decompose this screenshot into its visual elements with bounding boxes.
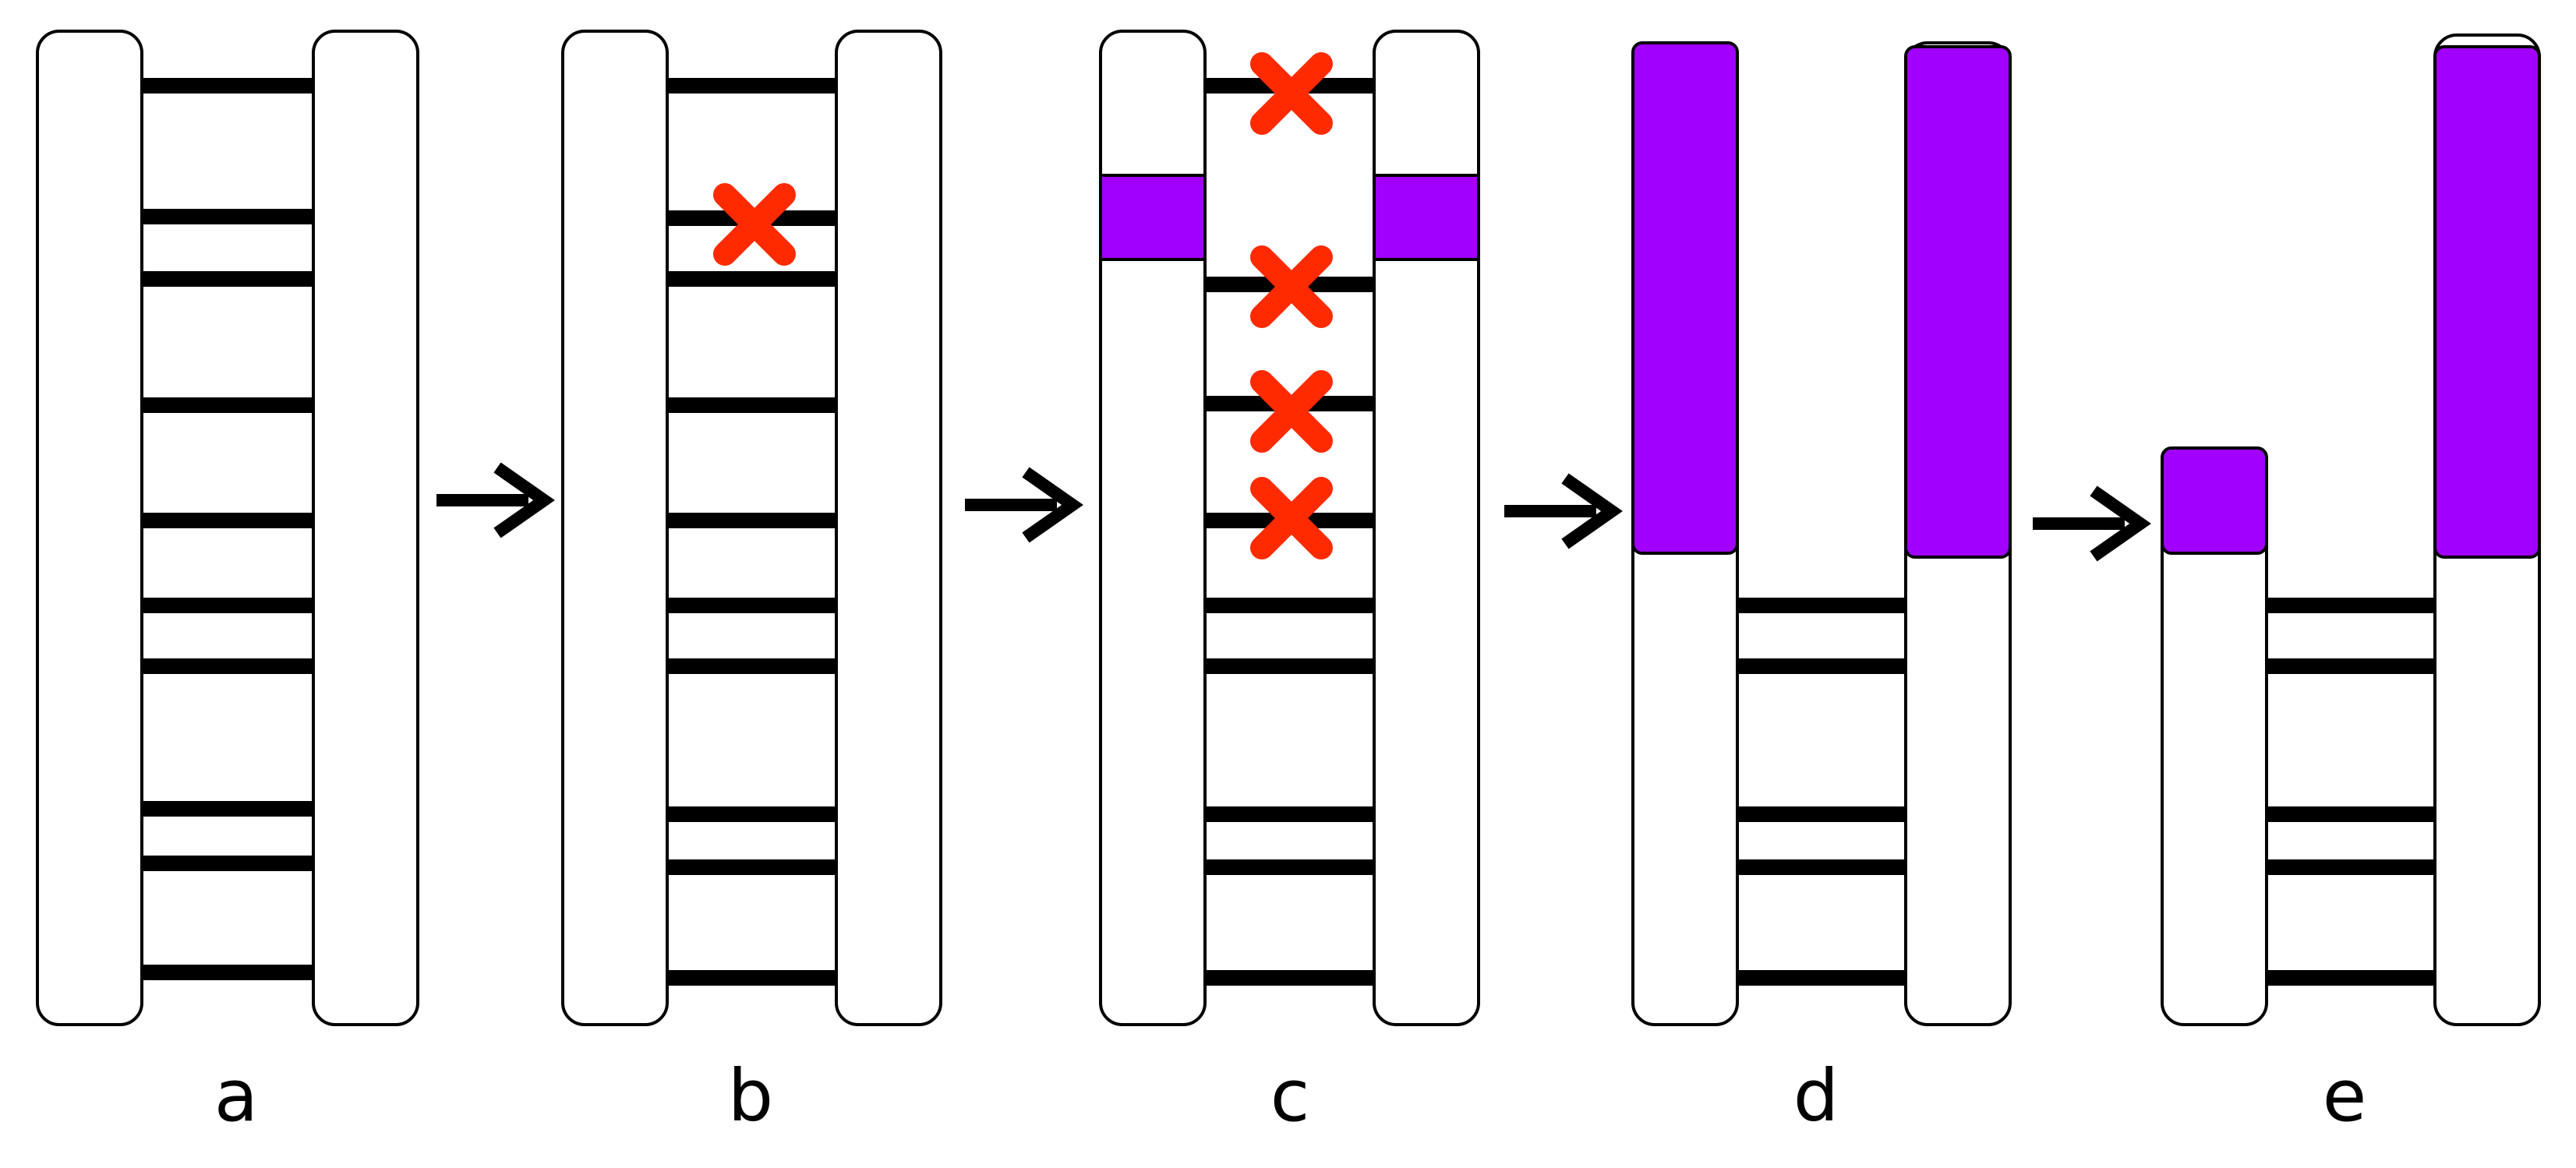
panel-d (1631, 41, 2012, 1026)
arrow-head (1022, 467, 1083, 543)
arrow-head (2090, 485, 2151, 562)
right-arrow-icon (436, 462, 555, 538)
right-arrow-icon (1504, 473, 1623, 549)
x-mark-stroke (713, 183, 796, 266)
highlighted-strand-segment-left (1631, 41, 1739, 555)
right-arrow-icon (965, 467, 1083, 543)
highlighted-strand-segment-right (1904, 45, 2012, 559)
panel-label-e: e (2322, 1054, 2367, 1138)
panel-label-b: b (727, 1054, 774, 1138)
x-mark-icon (1250, 52, 1333, 135)
arrows-layer (436, 462, 2151, 562)
x-mark-icon (1250, 245, 1333, 328)
panel-label-d: d (1793, 1054, 1839, 1138)
x-mark-icon (1250, 477, 1333, 559)
x-mark-stroke (1250, 52, 1333, 135)
x-mark-icon (1250, 370, 1333, 453)
arrow-head (1561, 473, 1623, 549)
panel-label-c: c (1270, 1054, 1310, 1138)
x-mark-icon (713, 183, 796, 266)
highlighted-strand-segment-left (2161, 446, 2268, 555)
highlighted-strand-segment-right (1373, 174, 1480, 261)
panel-label-a: a (214, 1054, 259, 1138)
panel-e (2161, 34, 2541, 1026)
panel-a (36, 30, 419, 1026)
x-mark-stroke (1250, 245, 1333, 328)
arrow-head (493, 462, 555, 538)
x-mark-stroke (1250, 370, 1333, 453)
right-arrow-icon (2033, 485, 2151, 562)
x-mark-stroke (1250, 477, 1333, 559)
highlighted-strand-segment-right (2433, 45, 2541, 559)
panel-b (561, 30, 942, 1026)
panels-layer (36, 30, 2541, 1026)
panel-c (1099, 30, 1480, 1026)
highlighted-strand-segment-left (1099, 174, 1207, 261)
